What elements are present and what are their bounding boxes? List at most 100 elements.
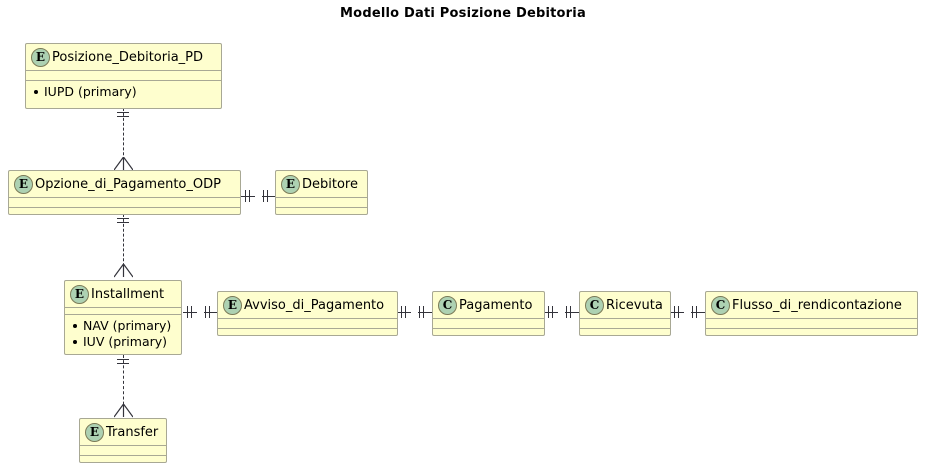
entity-header: E Installment (65, 281, 181, 307)
empty-compartment (580, 329, 670, 338)
cardinality-one-tick (205, 306, 206, 318)
cardinality-one-tick (419, 306, 420, 318)
compartment-divider (65, 307, 181, 308)
cardinality-one-tick (117, 116, 129, 117)
cardinality-many-crowsfoot (114, 157, 133, 171)
empty-compartment (706, 319, 917, 328)
entity-header: C Pagamento (433, 292, 544, 318)
compartment-divider (706, 328, 917, 329)
cardinality-one-tick (674, 306, 675, 318)
empty-compartment (433, 329, 544, 338)
cardinality-one-tick (566, 306, 567, 318)
compartment-divider (218, 328, 397, 329)
bullet-icon (73, 324, 77, 328)
cardinality-one-tick (117, 112, 129, 113)
entity-stereotype-icon: E (223, 295, 242, 315)
cardinality-one-tick (692, 306, 693, 318)
entity-header: C Ricevuta (580, 292, 670, 318)
attribute-item: IUV (primary) (73, 334, 175, 350)
connector-line (262, 196, 276, 197)
compartment-divider (580, 328, 670, 329)
entity-stereotype-icon: E (85, 422, 104, 442)
cardinality-one-tick (117, 222, 129, 223)
entity-name: Avviso_di_Pagamento (244, 297, 385, 313)
connector-line (123, 108, 124, 170)
empty-compartment (218, 319, 397, 328)
entity-stereotype-icon: C (438, 295, 457, 315)
compartment-divider (433, 328, 544, 329)
entity-posizione-debitoria-pd[interactable]: E Posizione_Debitoria_PD IUPD (primary) (25, 43, 222, 109)
cardinality-many-crowsfoot (114, 404, 133, 418)
entity-stereotype-icon: E (31, 47, 50, 67)
cardinality-one-tick (423, 306, 424, 318)
compartment-divider (276, 207, 367, 208)
cardinality-one-tick (245, 190, 246, 202)
empty-compartment (580, 319, 670, 328)
cardinality-one-tick (552, 306, 553, 318)
compartment-divider (9, 197, 240, 198)
entity-stereotype-icon: E (281, 174, 300, 194)
entity-pagamento[interactable]: C Pagamento (432, 291, 545, 336)
cardinality-one-tick (401, 306, 402, 318)
entity-header: C Flusso_di_rendicontazione (706, 292, 917, 318)
cardinality-one-tick (696, 306, 697, 318)
cardinality-one-tick (548, 306, 549, 318)
entity-transfer[interactable]: E Transfer (79, 418, 167, 463)
connector-line (544, 312, 558, 313)
entity-installment[interactable]: E Installment NAV (primary) IUV (primary… (64, 280, 182, 355)
compartment-divider (218, 318, 397, 319)
compartment-divider (65, 314, 181, 315)
compartment-divider (276, 197, 367, 198)
entity-debitore[interactable]: E Debitore (275, 170, 368, 215)
entity-name: Posizione_Debitoria_PD (52, 49, 204, 65)
cardinality-one-tick (117, 218, 129, 219)
entity-header: E Avviso_di_Pagamento (218, 292, 397, 318)
connector-line (183, 312, 197, 313)
entity-name: Pagamento (459, 297, 533, 313)
connector-line (418, 312, 432, 313)
empty-compartment (26, 71, 221, 80)
entity-stereotype-icon: C (711, 295, 730, 315)
attribute-label: IUPD (primary) (44, 84, 137, 99)
compartment-divider (433, 318, 544, 319)
connector-line (123, 355, 124, 415)
entity-avviso-di-pagamento[interactable]: E Avviso_di_Pagamento (217, 291, 398, 336)
connector-line (204, 312, 218, 313)
diagram-title: Modello Dati Posizione Debitoria (340, 6, 586, 21)
connector-line (691, 312, 705, 313)
empty-compartment (433, 319, 544, 328)
cardinality-one-tick (570, 306, 571, 318)
cardinality-one-tick (678, 306, 679, 318)
connector-line (123, 214, 124, 276)
empty-compartment (9, 198, 240, 207)
empty-compartment (80, 446, 166, 455)
entity-name: Opzione_di_Pagamento_ODP (35, 176, 221, 192)
entity-ricevuta[interactable]: C Ricevuta (579, 291, 671, 336)
compartment-divider (26, 70, 221, 71)
cardinality-one-tick (117, 363, 129, 364)
connector-line (670, 312, 684, 313)
entity-stereotype-icon: C (585, 295, 604, 315)
entity-header: E Debitore (276, 171, 367, 197)
connector-line (397, 312, 411, 313)
empty-compartment (80, 456, 166, 465)
empty-compartment (218, 329, 397, 338)
entity-flusso-di-rendicontazione[interactable]: C Flusso_di_rendicontazione (705, 291, 918, 336)
cardinality-one-tick (191, 306, 192, 318)
compartment-divider (80, 455, 166, 456)
entity-header: E Opzione_di_Pagamento_ODP (9, 171, 240, 197)
cardinality-one-tick (405, 306, 406, 318)
entity-stereotype-icon: E (14, 174, 33, 194)
attribute-label: IUV (primary) (83, 334, 168, 349)
entity-opzione-di-pagamento-odp[interactable]: E Opzione_di_Pagamento_ODP (8, 170, 241, 215)
entity-name: Debitore (302, 176, 358, 192)
entity-name: Ricevuta (606, 297, 663, 313)
cardinality-one-tick (263, 190, 264, 202)
compartment-divider (706, 318, 917, 319)
empty-compartment (276, 208, 367, 217)
compartment-divider (26, 80, 221, 81)
cardinality-one-tick (267, 190, 268, 202)
cardinality-many-crowsfoot (114, 264, 133, 278)
cardinality-one-tick (117, 359, 129, 360)
entity-name: Installment (91, 286, 165, 302)
